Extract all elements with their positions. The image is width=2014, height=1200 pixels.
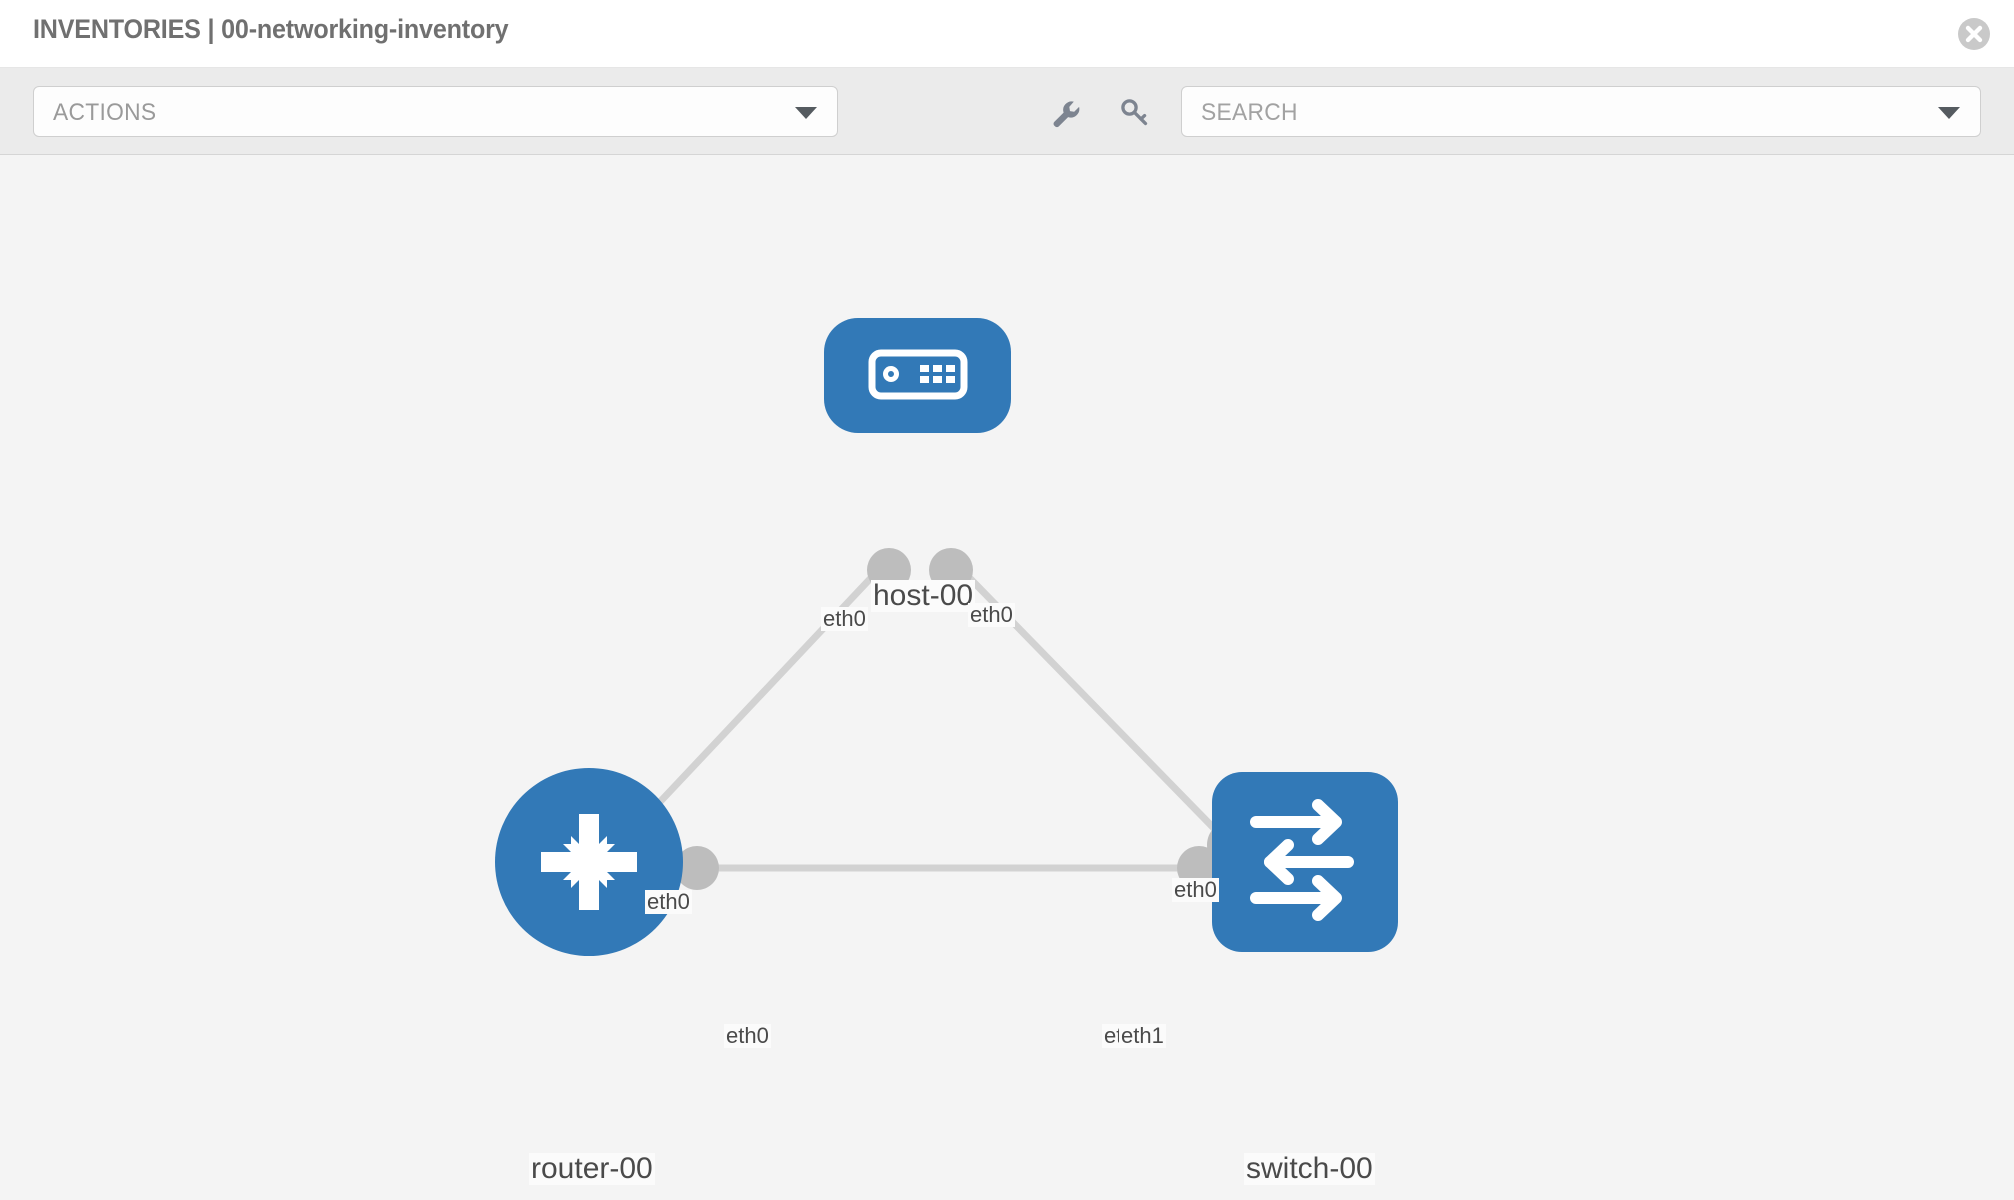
port-label-switch-eth1: eth1	[1119, 1023, 1166, 1048]
key-icon[interactable]	[1117, 96, 1151, 130]
chevron-down-icon[interactable]	[1938, 107, 1960, 119]
node-label-router-00: router-00	[529, 1152, 655, 1185]
port-label-router-eth0-up: eth0	[645, 889, 692, 914]
port-router-right	[675, 846, 719, 890]
port-label-router-eth0: eth0	[724, 1023, 771, 1048]
node-router-00[interactable]	[495, 768, 683, 956]
router-icon	[541, 814, 637, 910]
node-label-host-00: host-00	[871, 579, 976, 612]
node-label-switch-00: switch-00	[1244, 1152, 1375, 1185]
toolbar: ACTIONS SEARCH	[0, 68, 2014, 155]
server-icon	[868, 349, 968, 400]
chevron-down-icon	[795, 107, 817, 119]
search-placeholder: SEARCH	[1201, 99, 1298, 126]
node-host-00[interactable]	[824, 318, 1011, 433]
page-header: INVENTORIES | 00-networking-inventory	[0, 0, 2014, 68]
switch-icon	[1250, 799, 1354, 921]
close-icon[interactable]	[1956, 16, 1992, 52]
page-title: INVENTORIES | 00-networking-inventory	[33, 14, 509, 44]
actions-dropdown[interactable]: ACTIONS	[33, 86, 838, 137]
search-input[interactable]: SEARCH	[1181, 86, 1981, 137]
topology-graph	[495, 318, 1398, 956]
actions-dropdown-label: ACTIONS	[53, 99, 157, 126]
port-label-host-eth0-left: eth0	[821, 606, 868, 631]
port-label-host-eth0-right: eth0	[968, 602, 1015, 627]
node-switch-00[interactable]	[1212, 772, 1398, 952]
port-label-switch-eth0-up: eth0	[1172, 877, 1219, 902]
wrench-icon[interactable]	[1048, 96, 1082, 130]
topology-canvas[interactable]: host-00 router-00 switch-00 eth0 eth0 et…	[0, 155, 2014, 1200]
